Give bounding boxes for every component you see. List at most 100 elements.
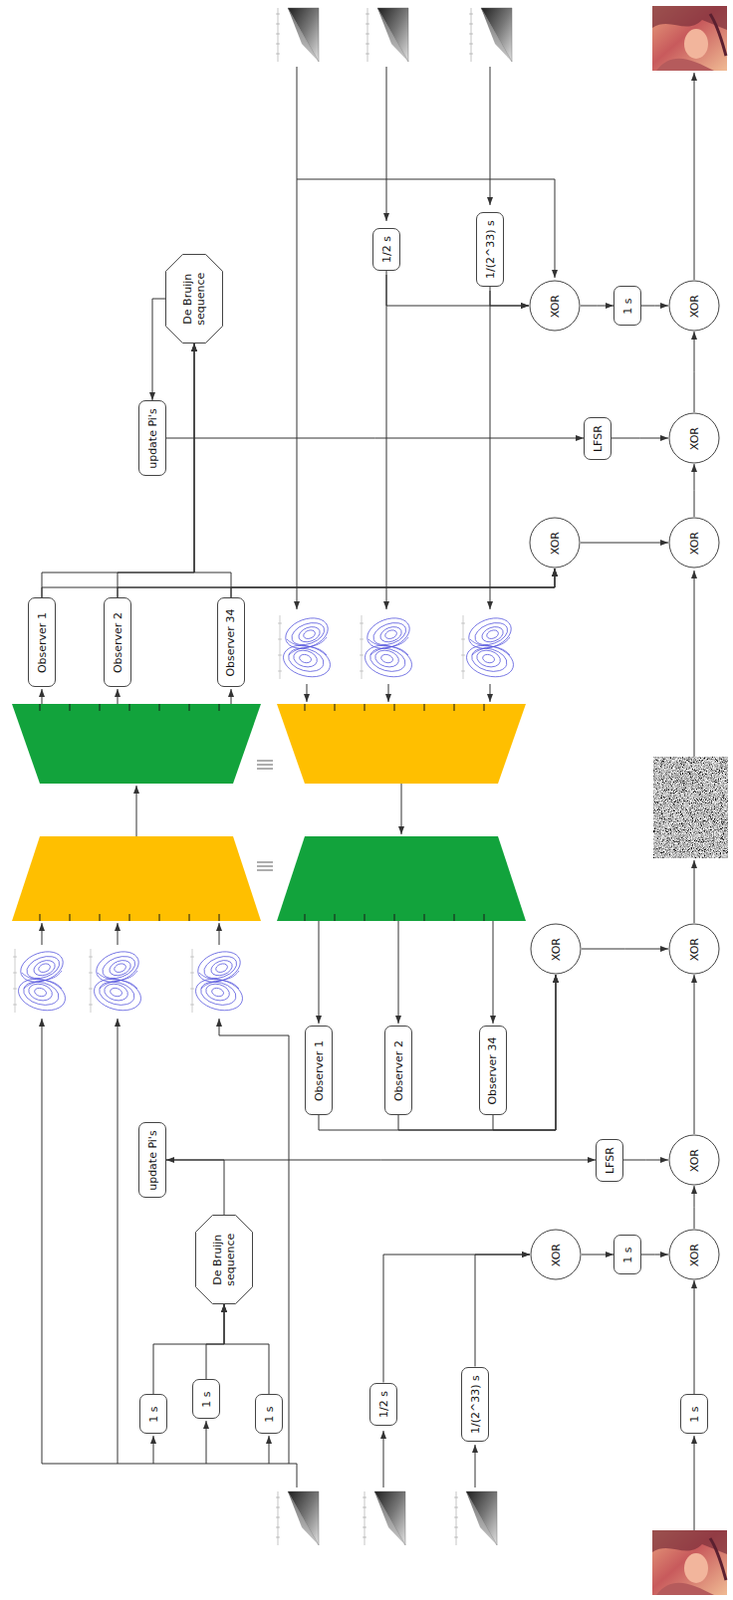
pin-ticks — [304, 914, 485, 922]
surface-plot — [358, 1487, 409, 1550]
wire — [41, 1464, 297, 1488]
plain-image — [652, 1530, 728, 1596]
wire — [386, 66, 388, 222]
connector — [611, 438, 669, 440]
xor-circle — [669, 924, 720, 975]
observer-box: Observer 1 — [27, 597, 56, 688]
plain-image — [652, 5, 728, 71]
node-label: 1 s — [688, 1406, 702, 1423]
connector — [398, 975, 556, 1131]
node-label: 1 s — [147, 1406, 161, 1423]
observer-box: Observer 1 — [304, 1025, 333, 1116]
observer-box: Observer 34 — [479, 1025, 507, 1116]
delay-box: 1 s — [613, 1234, 642, 1275]
xor-gate: XOR — [668, 516, 721, 569]
wire — [41, 1018, 43, 1465]
observer-box: Observer 34 — [217, 597, 245, 688]
text-holder: 1/(2^33) s — [468, 1375, 482, 1435]
wire — [386, 274, 388, 610]
observer-box: Observer 2 — [384, 1025, 413, 1116]
node-label: Observer 1 — [311, 1040, 325, 1102]
node-label: 1 s — [262, 1406, 276, 1423]
text-holder: 1/2 s — [379, 236, 393, 263]
xor-gate: XOR — [528, 279, 581, 332]
wire — [41, 689, 43, 705]
text-holder: XOR — [687, 427, 701, 451]
wire — [136, 785, 138, 837]
delay-box: 1 s — [139, 1394, 168, 1435]
xor-gate: XOR — [528, 516, 581, 569]
xor-circle — [669, 280, 720, 331]
wire — [388, 684, 390, 703]
connector — [166, 1160, 596, 1162]
node-label: 1/2 s — [379, 236, 393, 263]
node-label: XOR — [687, 1243, 701, 1267]
attractor-plot — [460, 611, 520, 684]
text-holder: XOR — [687, 294, 701, 318]
wire — [117, 1018, 119, 1465]
wire — [398, 921, 400, 1024]
connector — [580, 305, 614, 307]
text-holder: LFSR — [590, 425, 604, 453]
text-holder: LFSR — [602, 1147, 616, 1175]
node-label: 1 s — [621, 1246, 635, 1263]
text-holder: 1 s — [147, 1406, 161, 1423]
wire — [117, 689, 119, 705]
node-label: 1/2 s — [376, 1391, 390, 1419]
node-label: Observer 1 — [34, 612, 48, 674]
node-label: Observer 34 — [486, 1036, 499, 1105]
wire — [206, 1421, 208, 1465]
wire — [296, 179, 555, 278]
node-label: XOR — [547, 531, 561, 555]
wire — [383, 1431, 385, 1488]
node-label: update Pi's — [146, 1130, 160, 1191]
wire — [306, 684, 308, 703]
connector — [581, 949, 669, 951]
text-holder: Observer 2 — [110, 612, 124, 674]
mux-trapezoid — [11, 836, 261, 922]
text-holder: De Bruijn sequence — [181, 265, 208, 332]
connector — [581, 1254, 614, 1256]
lfsr-box: LFSR — [583, 417, 612, 461]
node-label: 1/(2^33) s — [483, 220, 496, 279]
delay-box: 1 s — [680, 1394, 709, 1435]
update-box: update Pi's — [138, 1122, 167, 1199]
pin-ticks — [39, 704, 220, 712]
surface-plot — [450, 1487, 500, 1550]
delay-box: 1 s — [254, 1394, 283, 1435]
text-holder: XOR — [548, 1243, 562, 1267]
wire — [694, 1436, 696, 1531]
wire — [694, 570, 696, 757]
connector — [641, 1254, 669, 1256]
mux-trapezoid — [276, 704, 526, 784]
text-holder: De Bruijn sequence — [211, 1226, 238, 1293]
delay-box: 1 s — [192, 1379, 221, 1420]
sequence-block: De Bruijn sequence — [165, 253, 224, 344]
connector — [489, 286, 529, 307]
xor-gate: XOR — [529, 923, 582, 976]
xor-circle — [530, 924, 581, 975]
surface-plot — [361, 3, 412, 66]
xor-circle — [529, 280, 580, 331]
xor-circle — [529, 517, 580, 568]
connector — [641, 305, 669, 307]
delay-box: 1/(2^33) s — [461, 1367, 489, 1443]
delay-box: 1/(2^33) s — [476, 212, 504, 287]
node-label: Observer 2 — [391, 1040, 405, 1102]
connector — [318, 975, 556, 1131]
wire — [219, 923, 221, 946]
node-label: XOR — [687, 938, 701, 962]
wire — [296, 66, 298, 610]
attractor-plot — [276, 611, 337, 684]
delay-box: 1 s — [613, 285, 642, 326]
pin-ticks — [39, 914, 220, 922]
connector — [383, 1254, 530, 1384]
wire — [268, 1436, 270, 1465]
channel-mark — [256, 760, 273, 871]
connector — [152, 298, 166, 401]
node-label: XOR — [687, 1149, 701, 1173]
connector — [117, 343, 195, 598]
